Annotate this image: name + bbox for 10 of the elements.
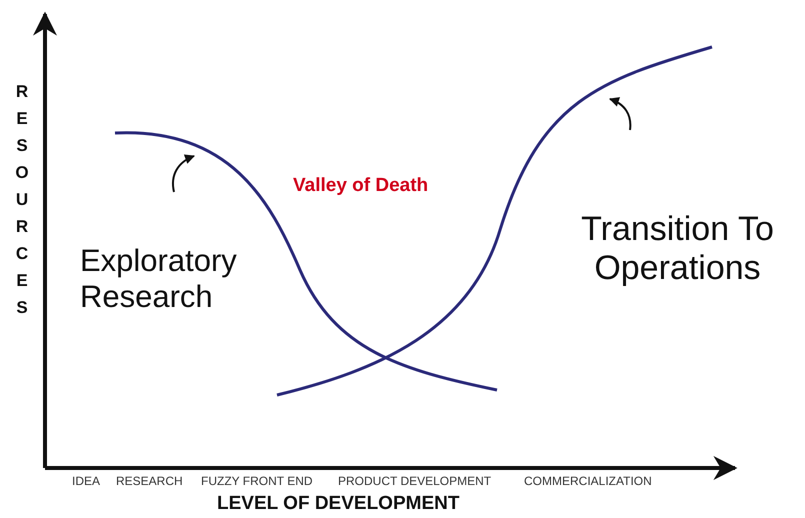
axis-tick-label: IDEA xyxy=(72,475,100,489)
phase-label: Exploratory Research xyxy=(80,243,238,314)
axis-title: RESOURCES xyxy=(12,82,32,325)
axis-tick-label: RESEARCH xyxy=(116,475,183,489)
axis-tick-label: PRODUCT DEVELOPMENT xyxy=(338,475,492,489)
axis-title: LEVEL OF DEVELOPMENT xyxy=(217,493,460,515)
axis-tick-label: FUZZY FRONT END xyxy=(201,475,313,489)
phase-label: Transition To Operations xyxy=(580,210,775,288)
annotation-text: Valley of Death xyxy=(293,175,428,197)
axis-tick-label: COMMERCIALIZATION xyxy=(524,475,652,489)
